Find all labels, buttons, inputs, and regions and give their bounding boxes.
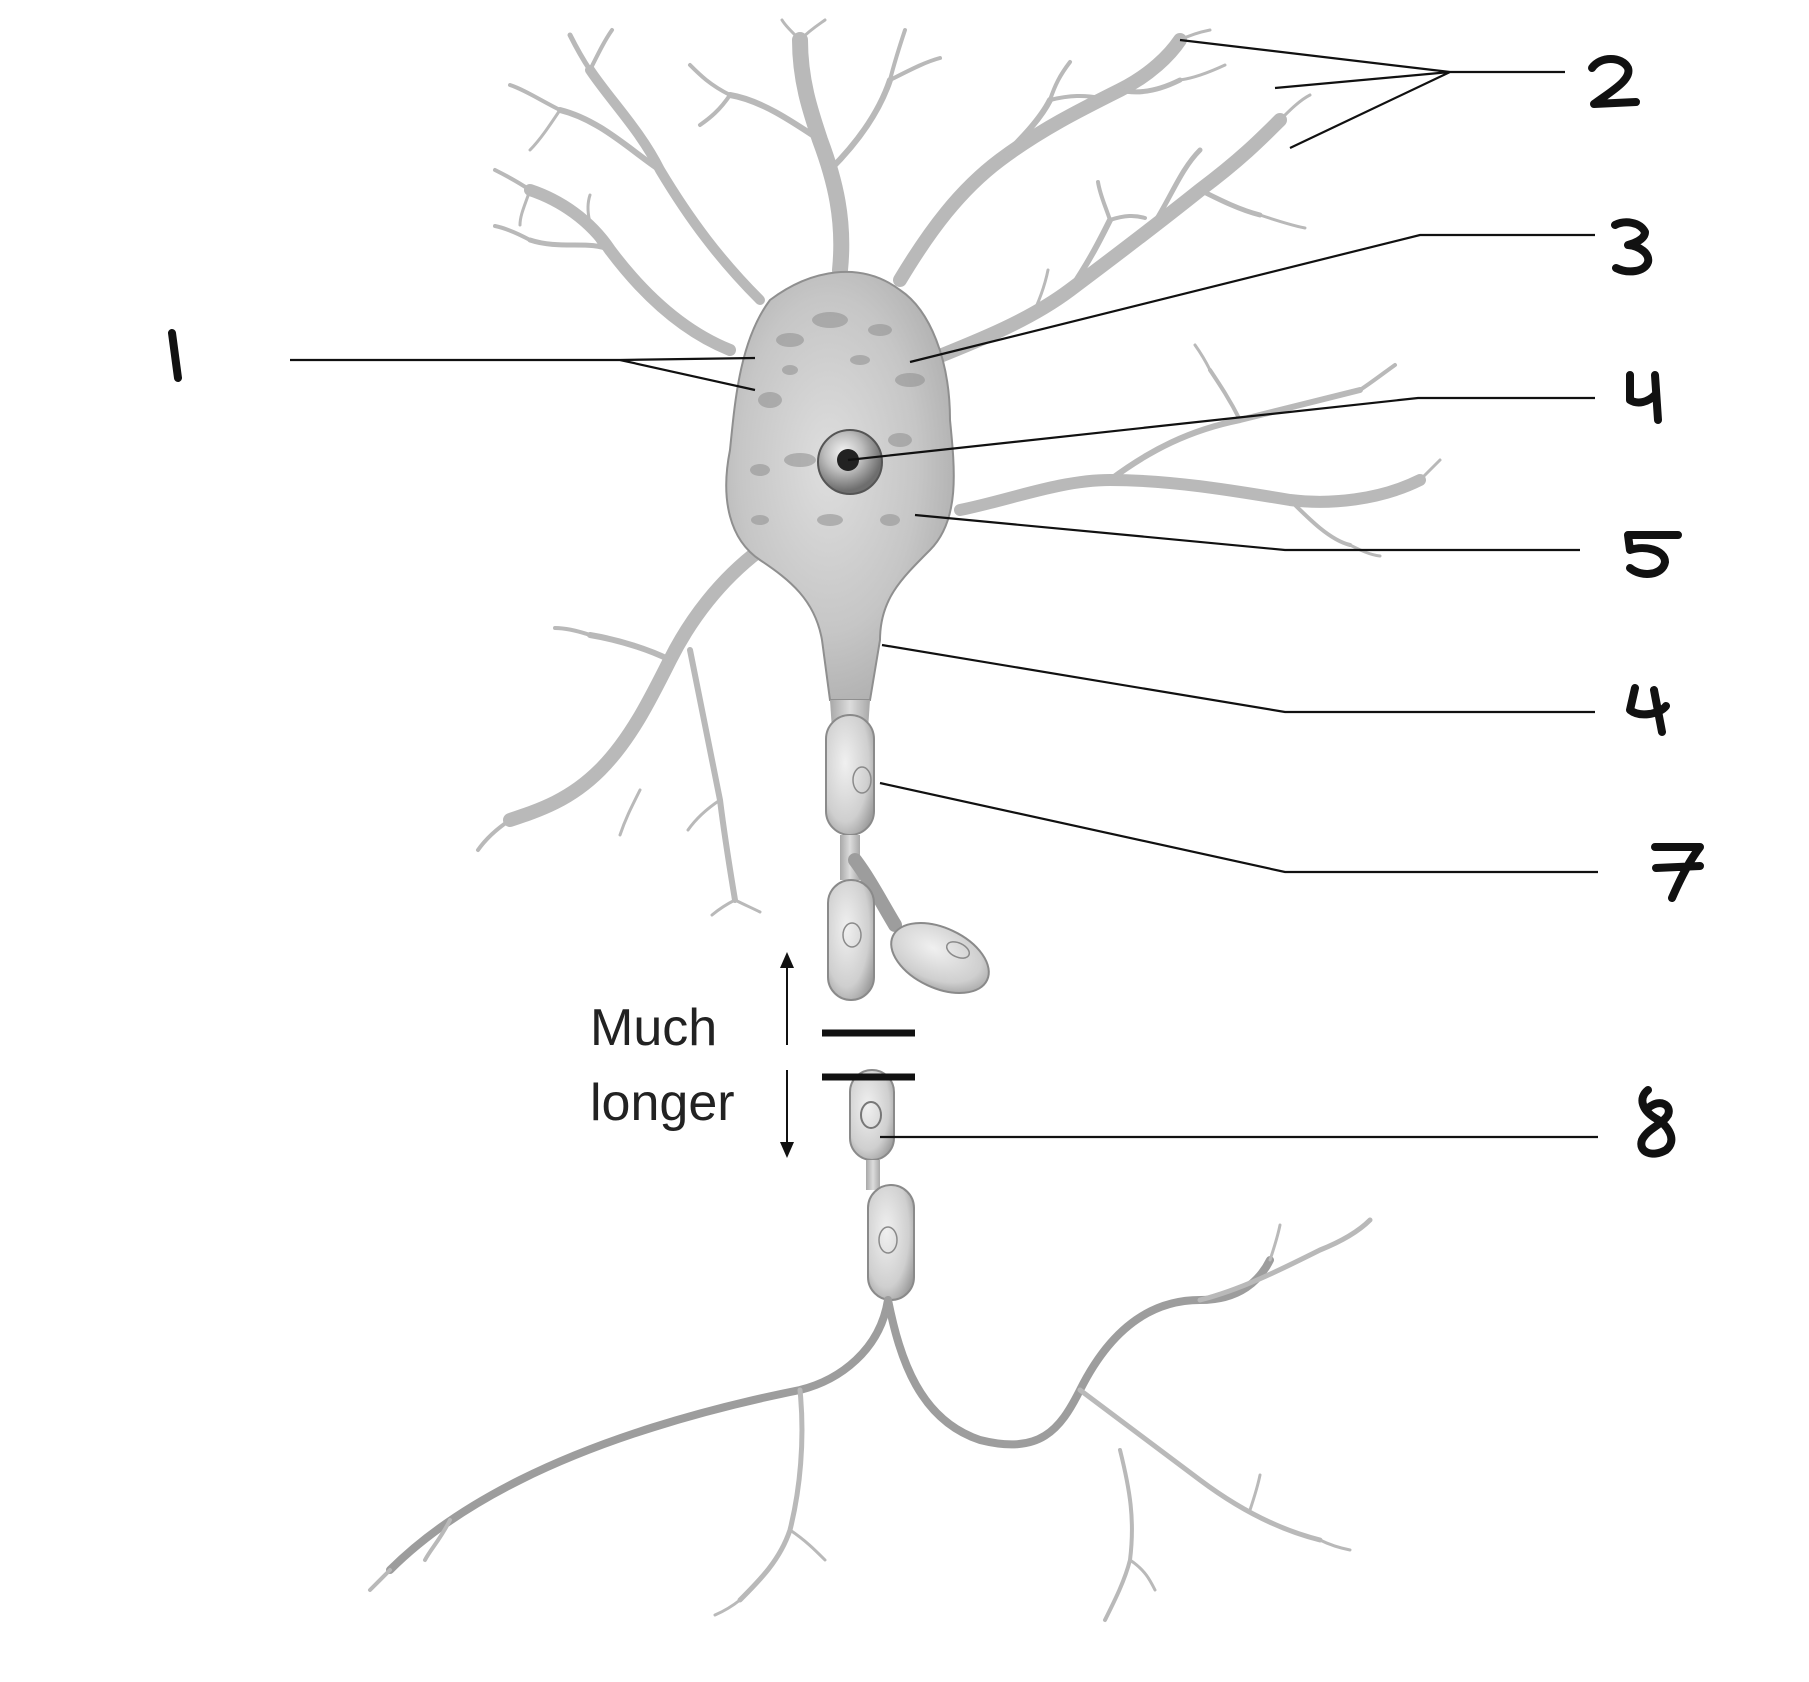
scale-label-line1: Much	[590, 999, 717, 1057]
dendrites	[476, 18, 1442, 917]
callout-numbers	[168, 55, 1704, 1158]
leader-line-7	[879, 781, 1598, 874]
leader-line-1	[290, 356, 756, 392]
callout-1	[168, 329, 182, 382]
schwann-cell-nucleus	[860, 1101, 882, 1129]
callout-8	[1637, 1086, 1676, 1158]
callout-3	[1611, 218, 1653, 276]
axon-terminals	[368, 1217, 1373, 1622]
axon	[825, 700, 990, 1301]
callout-7	[1651, 843, 1704, 902]
leader-lines	[290, 38, 1598, 1139]
nucleus	[817, 429, 883, 495]
leader-line-4	[847, 396, 1595, 462]
leader-line-5	[914, 513, 1580, 552]
callout-4-first	[1626, 371, 1662, 424]
up-arrow-icon	[780, 952, 794, 1045]
leader-line-6	[881, 643, 1595, 714]
scale-label-line2: longer	[590, 1074, 735, 1132]
down-arrow-icon	[780, 1070, 794, 1158]
leader-line-3	[909, 233, 1595, 364]
myelin-sheath	[825, 714, 875, 836]
callout-2	[1588, 55, 1640, 108]
callout-5	[1624, 531, 1682, 578]
collateral-myelin	[890, 922, 990, 994]
leader-line-2	[1179, 38, 1565, 149]
callout-4-second	[1626, 684, 1670, 736]
scale-break: Much longer	[590, 952, 915, 1158]
